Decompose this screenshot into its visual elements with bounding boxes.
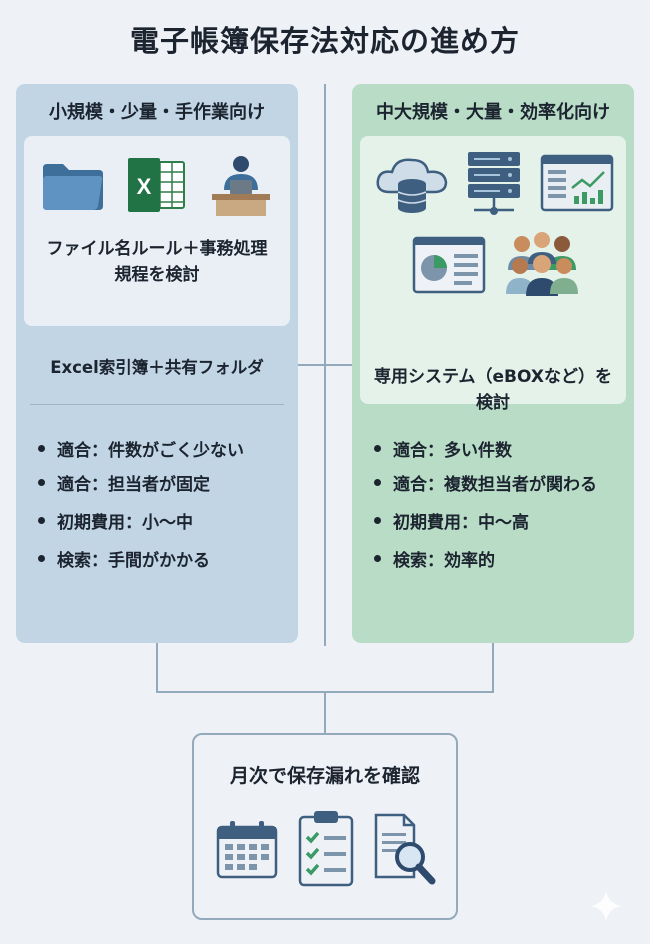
connector-left-down — [156, 643, 158, 693]
person-at-laptop-icon — [212, 156, 270, 216]
small-scale-tool: Excel索引簿＋共有フォルダ — [50, 358, 264, 377]
team-icon — [506, 232, 578, 296]
small-scale-method-text: ファイル名ルール＋事務処理 規程を検討 — [46, 239, 268, 285]
cross-connector — [297, 364, 353, 366]
connector-right-down — [492, 643, 494, 693]
list-item: 検索：効率的 — [352, 546, 634, 571]
sparkle-icon — [590, 890, 622, 922]
separator — [30, 404, 284, 405]
list-item: 検索：手間がかかる — [16, 546, 298, 571]
list-item: 適合：多い件数 — [352, 436, 634, 461]
list-item: 初期費用：中〜高 — [352, 508, 634, 533]
cloud-database-icon — [376, 158, 448, 213]
dashboard-icon — [540, 154, 614, 212]
large-scale-method-text: 専用システム（eBOXなど）を 検討 — [374, 367, 612, 413]
large-scale-method-card: 専用システム（eBOXなど）を 検討 — [360, 136, 626, 413]
monthly-check-label: 月次で保存漏れを確認 — [229, 765, 420, 787]
list-item: 適合：複数担当者が関わる — [352, 470, 634, 495]
svg-text:X: X — [137, 174, 152, 199]
document-search-icon — [374, 813, 436, 885]
connector-center-down — [324, 691, 326, 734]
excel-icon: X — [128, 158, 185, 212]
server-rack-icon — [468, 152, 520, 215]
small-scale-heading: 小規模・少量・手作業向け — [49, 102, 265, 123]
calendar-icon — [216, 821, 278, 879]
list-item: 適合：担当者が固定 — [16, 470, 298, 495]
small-scale-panel: 小規模・少量・手作業向け X ファイル名ルール＋事務処理 — [16, 84, 298, 643]
large-scale-panel: 中大規模・大量・効率化向け — [352, 84, 634, 643]
checklist-icon — [298, 811, 354, 887]
list-item: 適合：件数がごく少ない — [16, 436, 298, 461]
large-scale-heading: 中大規模・大量・効率化向け — [376, 102, 610, 123]
small-scale-method-card: X ファイル名ルール＋事務処理 規程を検討 — [24, 136, 290, 326]
monthly-check-box: 月次で保存漏れを確認 — [192, 733, 458, 920]
folder-icon — [43, 164, 103, 210]
page-title: 電子帳簿保存法対応の進め方 — [129, 24, 520, 58]
list-item: 初期費用：小〜中 — [16, 508, 298, 533]
report-chart-icon — [412, 236, 486, 294]
